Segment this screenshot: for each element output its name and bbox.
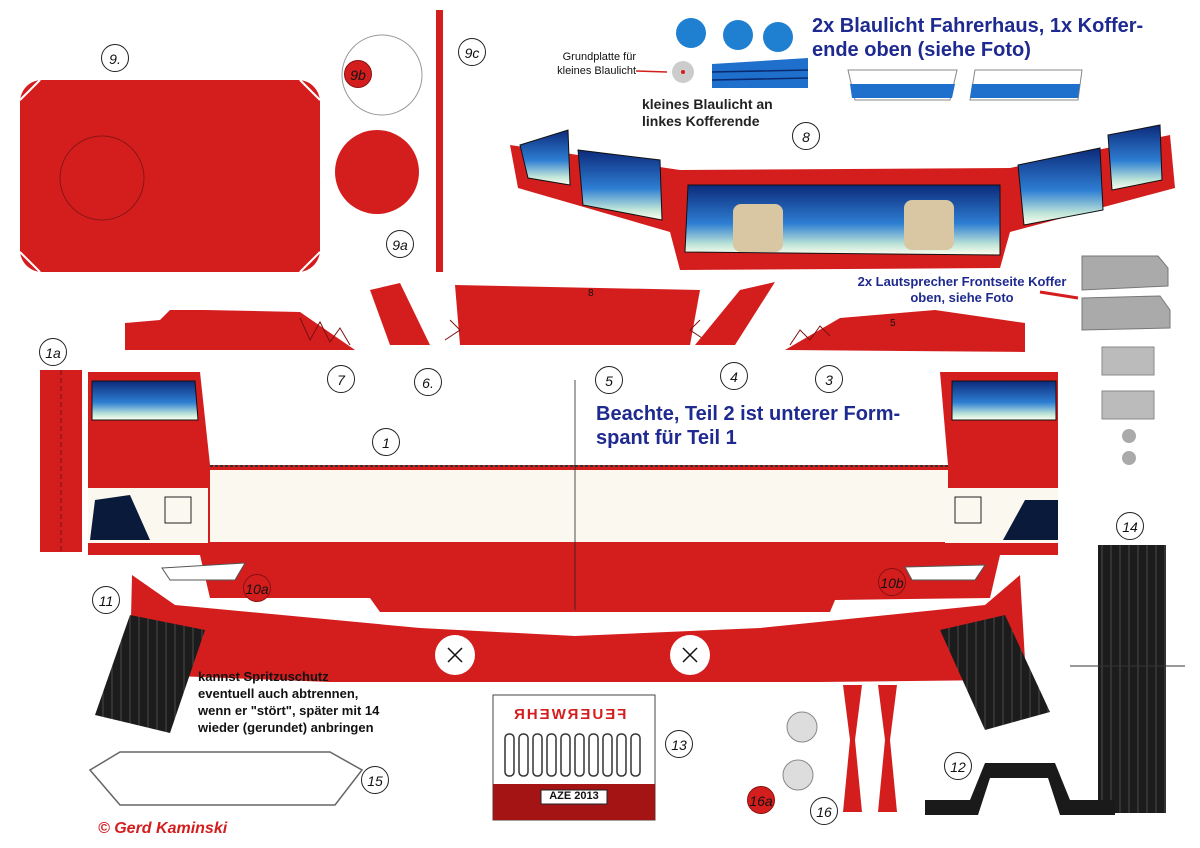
label-5: 5 bbox=[595, 366, 623, 394]
label-16a: 16a bbox=[747, 786, 775, 814]
part-3-rib bbox=[785, 310, 1025, 352]
label-16: 16 bbox=[810, 797, 838, 825]
note-grundplatte: Grundplatte für kleines Blaulicht bbox=[557, 51, 636, 77]
loudspeaker-parts bbox=[1081, 255, 1171, 465]
label-14: 14 bbox=[1116, 512, 1144, 540]
part-16-strip-right bbox=[878, 685, 897, 812]
part-1a-strip bbox=[40, 370, 82, 552]
part-9a-disc bbox=[335, 130, 419, 214]
part-13-grille bbox=[492, 694, 656, 821]
part-10b-lip bbox=[904, 564, 986, 581]
part-9-roof-plate bbox=[19, 79, 321, 273]
part-16a-lamp-bottom bbox=[782, 759, 814, 791]
spant-number-5: 5 bbox=[890, 318, 896, 329]
label-1: 1 bbox=[372, 428, 400, 456]
label-10a: 10a bbox=[243, 574, 271, 602]
part-8-windshield-strip bbox=[510, 124, 1175, 270]
label-1a: 1a bbox=[39, 338, 67, 366]
part-2-lower-frame bbox=[130, 575, 1025, 682]
label-9c: 9c bbox=[458, 38, 486, 66]
part-12-bracket bbox=[925, 763, 1115, 815]
part-6-rib bbox=[370, 283, 430, 345]
label-11: 11 bbox=[92, 586, 120, 614]
note-blaulicht: 2x Blaulicht Fahrerhaus, 1x Koffer- ende… bbox=[812, 15, 1144, 61]
part-15-frame bbox=[88, 751, 364, 806]
label-13: 13 bbox=[665, 730, 693, 758]
part-1-main-body bbox=[88, 372, 1058, 612]
note-spritzschutz: kannst Spritzuschutz eventuell auch abtr… bbox=[198, 669, 380, 735]
mudguard-right bbox=[940, 615, 1050, 730]
note-lautsprecher: 2x Lautsprecher Frontseite Koffer oben, … bbox=[857, 274, 1067, 305]
part-7-rib bbox=[125, 310, 355, 350]
part-5-rib bbox=[444, 285, 706, 345]
part-9b-disc-outline bbox=[341, 34, 423, 116]
mudguard-left bbox=[95, 615, 205, 733]
note-beachte: Beachte, Teil 2 ist unterer Form- spant … bbox=[596, 403, 901, 449]
part-9c-mast bbox=[436, 10, 443, 272]
grille-text: FEUERWEHR bbox=[512, 706, 627, 723]
label-12: 12 bbox=[944, 752, 972, 780]
arrow-loudspeaker bbox=[1039, 290, 1079, 300]
part-16a-lamp-top bbox=[786, 711, 818, 743]
label-6: 6. bbox=[414, 368, 442, 396]
label-9: 9. bbox=[101, 44, 129, 72]
part-14-tread-strip bbox=[1070, 545, 1185, 813]
blue-light-discs bbox=[676, 18, 793, 52]
label-9a: 9a bbox=[386, 230, 414, 258]
license-plate: AZE 2013 bbox=[549, 790, 599, 802]
arrow-base-plate bbox=[635, 70, 668, 73]
spant-number-8: 8 bbox=[588, 288, 594, 299]
label-4: 4 bbox=[720, 362, 748, 390]
copyright: © Gerd Kaminski bbox=[98, 820, 228, 837]
note-kleines-blaulicht: kleines Blaulicht an linkes Kofferende bbox=[642, 96, 773, 129]
label-7: 7 bbox=[327, 365, 355, 393]
part-4-rib bbox=[695, 282, 775, 345]
label-10b: 10b bbox=[878, 568, 906, 596]
label-8: 8 bbox=[792, 122, 820, 150]
label-3: 3 bbox=[815, 365, 843, 393]
label-15: 15 bbox=[361, 766, 389, 794]
label-9b: 9b bbox=[344, 60, 372, 88]
part-16-strip-left bbox=[843, 685, 862, 812]
blue-light-strips bbox=[711, 58, 1083, 101]
part-10a-lip bbox=[161, 562, 246, 581]
